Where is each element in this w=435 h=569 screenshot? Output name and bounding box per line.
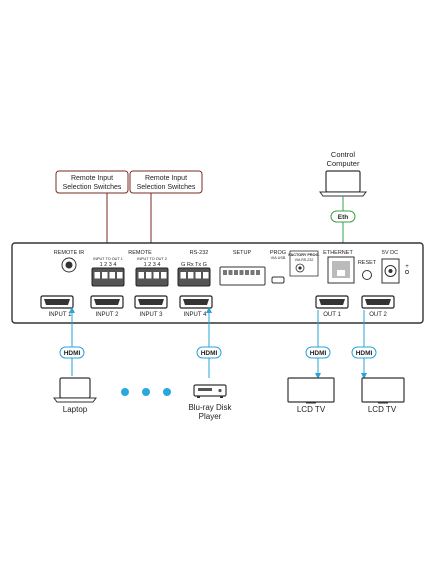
out1-pins-label: 1 2 3 4: [100, 262, 117, 268]
ethernet-label: ETHERNET: [323, 250, 353, 256]
svg-text:+: +: [405, 264, 409, 270]
prog-label: PROG: [270, 250, 286, 256]
rs232-label: RS-232: [190, 250, 209, 256]
hdmi-badge-tv2: HDMI: [351, 346, 377, 359]
bluray-player-icon: [193, 384, 227, 398]
callout-right: Remote Input Selection Switches: [129, 170, 203, 194]
bluray-label-1: Blu-ray Disk: [188, 403, 232, 412]
reset-button: [362, 270, 372, 280]
remote-label: REMOTE: [128, 250, 152, 256]
callout-left-line2: Selection Switches: [63, 184, 122, 191]
hdmi-badge-laptop-label: HDMI: [64, 350, 81, 357]
input1-label: INPUT 1: [49, 312, 73, 318]
input4-label: INPUT 4: [184, 312, 208, 318]
input1-hdmi-port: [40, 295, 74, 309]
lcd-tv-1-label: LCD TV: [297, 405, 326, 414]
input2-hdmi-port: [90, 295, 124, 309]
hdmi-badge-tv1: HDMI: [305, 346, 331, 359]
out2-header-label: INPUT TO OUT 2: [137, 257, 167, 261]
control-computer-laptop-icon: [319, 170, 367, 197]
dc-label: 5V DC: [382, 250, 398, 256]
lcd-tv-1-icon: [287, 377, 335, 404]
more-devices-dot-3: [163, 388, 171, 396]
remote-out1-terminal-block: [91, 267, 125, 287]
input4-hdmi-port: [179, 295, 213, 309]
lcd-tv-2-label: LCD TV: [368, 405, 397, 414]
input3-label: INPUT 3: [140, 312, 164, 318]
hdmi-badge-bluray-label: HDMI: [201, 350, 218, 357]
out1-hdmi-port: [315, 295, 349, 309]
rs232-pins-label: G Rx Tx G: [181, 262, 207, 268]
hdmi-badge-bluray: HDMI: [196, 346, 222, 359]
hdmi-badge-laptop: HDMI: [59, 346, 85, 359]
input3-hdmi-port: [134, 295, 168, 309]
more-devices-dot-2: [142, 388, 150, 396]
via-usb-label: VIA USB: [271, 256, 286, 260]
callout-right-line2: Selection Switches: [137, 184, 196, 191]
lcd-tv-2-icon: [361, 377, 405, 404]
control-computer-label-2: Computer: [327, 159, 360, 168]
remote-ir-label: REMOTE IR: [54, 250, 85, 256]
more-devices-dot-1: [121, 388, 129, 396]
input2-label: INPUT 2: [96, 312, 120, 318]
ethernet-port: [327, 256, 355, 284]
control-computer-label-1: Control: [331, 150, 356, 159]
via-rs232-label: VIA RS-232: [295, 258, 314, 262]
factory-prog-label: FACTORY PROG.: [288, 253, 319, 257]
out2-hdmi-port: [361, 295, 395, 309]
out1-label: OUT 1: [323, 312, 341, 318]
usb-port: [271, 276, 285, 284]
hdmi-badge-tv2-label: HDMI: [356, 350, 373, 357]
callout-left-line1: Remote Input: [71, 175, 113, 182]
eth-badge: Eth: [330, 210, 356, 223]
out1-header-label: INPUT TO OUT 1: [93, 257, 123, 261]
factory-prog-box: FACTORY PROG. VIA RS-232: [288, 250, 320, 277]
reset-label: RESET: [358, 260, 377, 266]
rs232-terminal-block: [177, 267, 211, 287]
hdmi-badge-tv1-label: HDMI: [310, 350, 327, 357]
remote-out2-terminal-block: [135, 267, 169, 287]
laptop-icon: [53, 377, 97, 403]
setup-label: SETUP: [233, 250, 252, 256]
laptop-label: Laptop: [63, 405, 88, 414]
callout-right-line1: Remote Input: [145, 175, 187, 182]
bluray-label-2: Player: [199, 412, 222, 421]
out2-label: OUT 2: [369, 312, 387, 318]
setup-dip-switch: [219, 266, 266, 286]
eth-badge-label: Eth: [338, 214, 349, 221]
dc-power-jack: +: [381, 258, 409, 284]
remote-ir-jack-center: [65, 261, 73, 269]
out2-pins-label: 1 2 3 4: [144, 262, 161, 268]
callout-left: Remote Input Selection Switches: [55, 170, 129, 194]
